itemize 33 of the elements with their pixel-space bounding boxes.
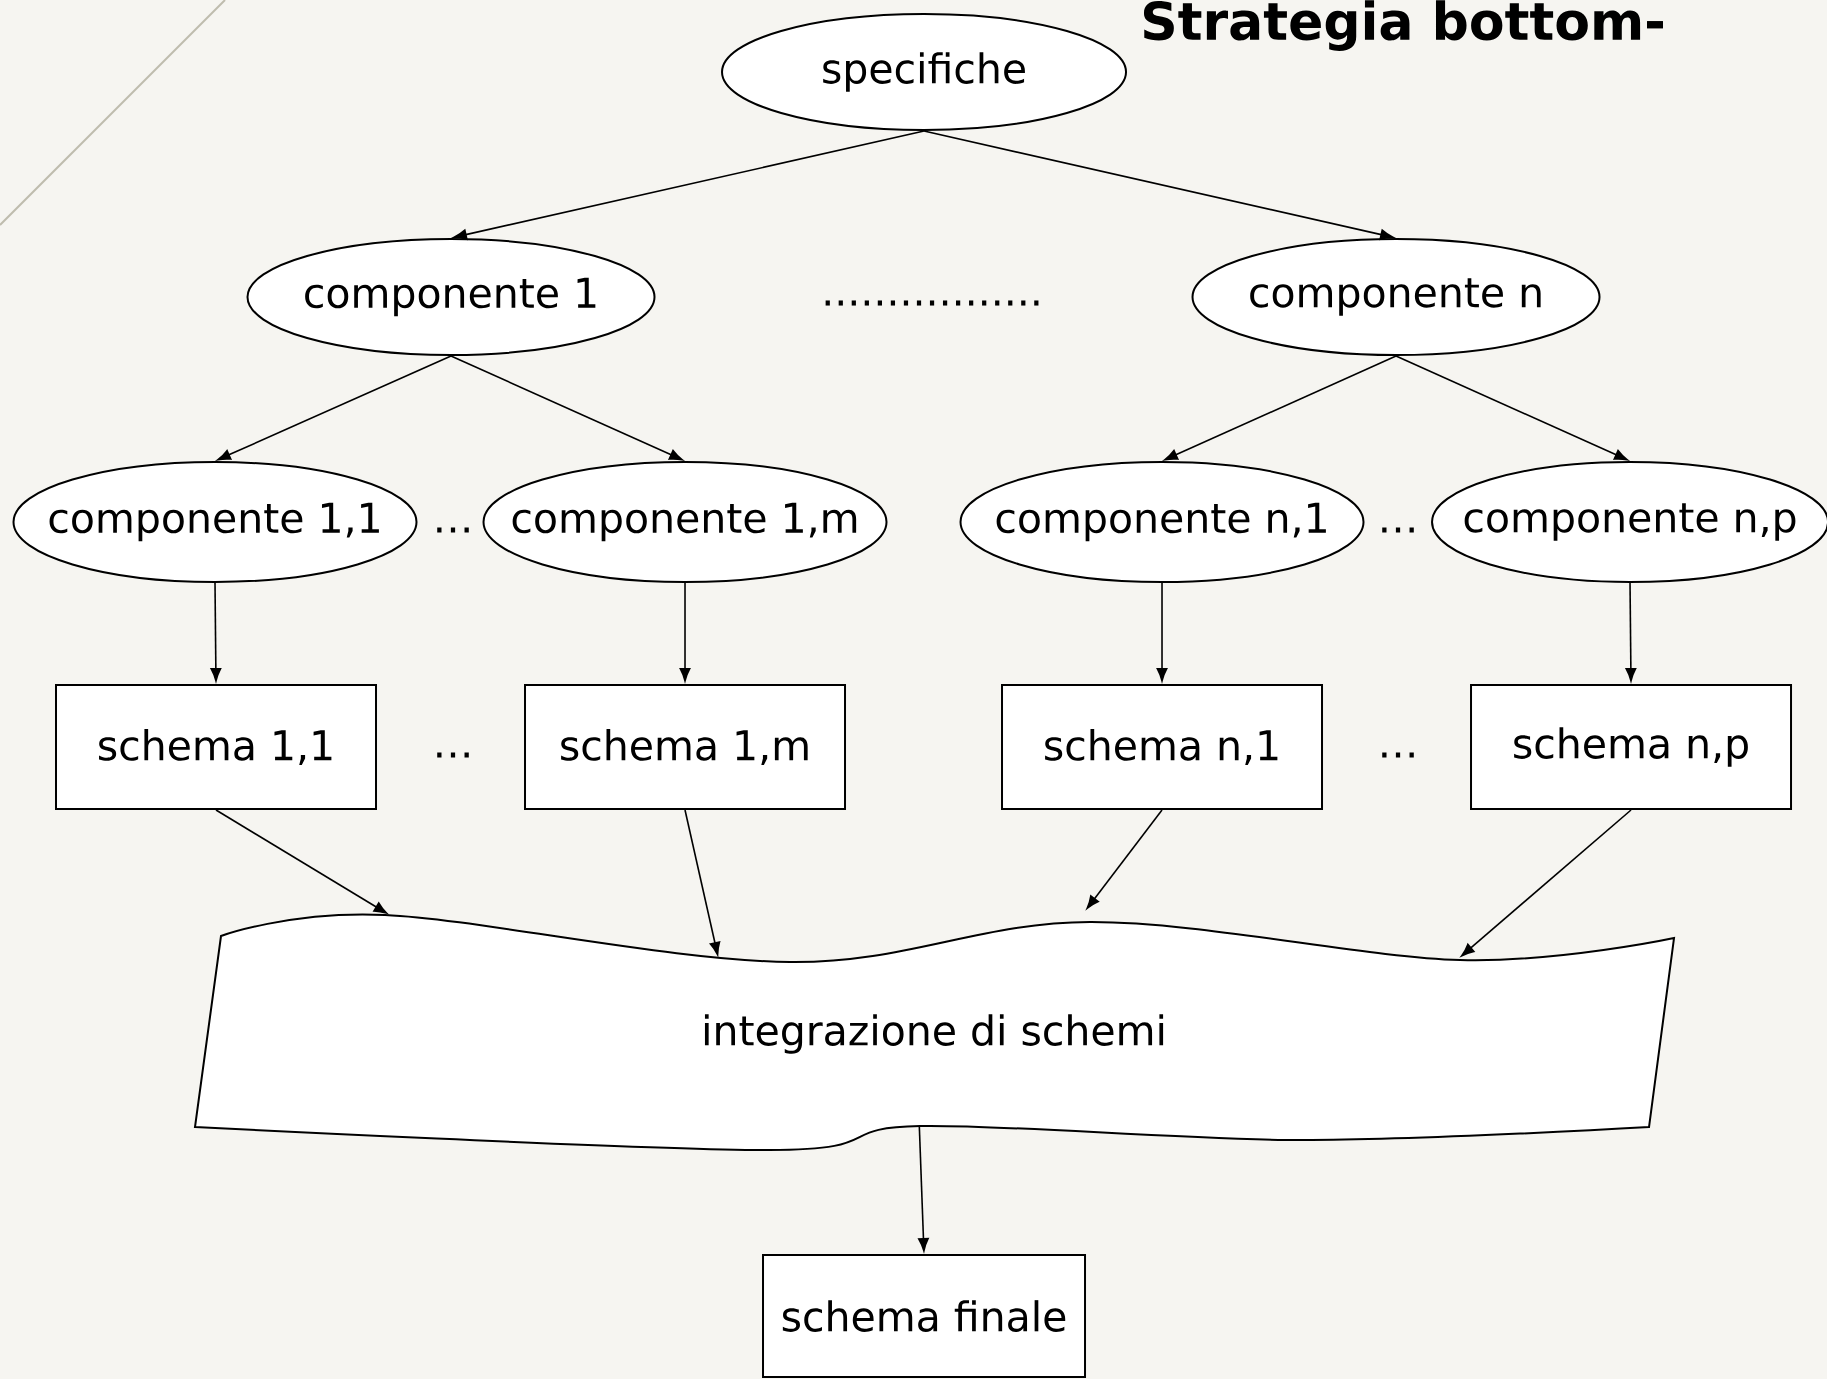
ellipsis-label: … xyxy=(437,527,469,533)
arrow xyxy=(215,809,388,914)
ellipse-node: componente 1,m xyxy=(482,461,888,583)
arrow xyxy=(210,582,222,682)
ellipse-node: componente 1,1 xyxy=(12,461,418,583)
ellipsis-label: … xyxy=(437,752,469,758)
arrow xyxy=(450,355,683,461)
arrow xyxy=(1625,582,1637,682)
ellipse-node: componente 1 xyxy=(246,238,656,356)
arrow xyxy=(217,355,452,461)
arrow xyxy=(923,130,1394,240)
ellipse-node: componente n,1 xyxy=(959,461,1365,583)
process-box: schema 1,m xyxy=(524,684,846,810)
arrow xyxy=(1086,809,1163,909)
ellipse-node: specifiche xyxy=(721,13,1127,131)
arrow xyxy=(684,809,721,956)
arrow xyxy=(1395,355,1628,461)
arrow xyxy=(679,582,691,682)
arrow xyxy=(1156,582,1168,682)
ellipsis-label: … xyxy=(1382,527,1414,533)
arrow xyxy=(1461,809,1632,957)
process-box: schema n,1 xyxy=(1001,684,1323,810)
ellipsis-label: ................. xyxy=(825,300,1039,306)
arrow xyxy=(1164,355,1397,461)
arrow xyxy=(453,130,925,240)
ellipse-node: componente n,p xyxy=(1431,461,1827,583)
process-box: schema finale xyxy=(762,1254,1086,1378)
ellipse-node: componente n xyxy=(1191,238,1601,356)
ellipsis-label: … xyxy=(1382,752,1414,758)
process-box: schema n,p xyxy=(1470,684,1792,810)
title: Strategia bottom- xyxy=(1143,0,1663,51)
process-box: schema 1,1 xyxy=(55,684,377,810)
arrow xyxy=(918,1125,929,1252)
